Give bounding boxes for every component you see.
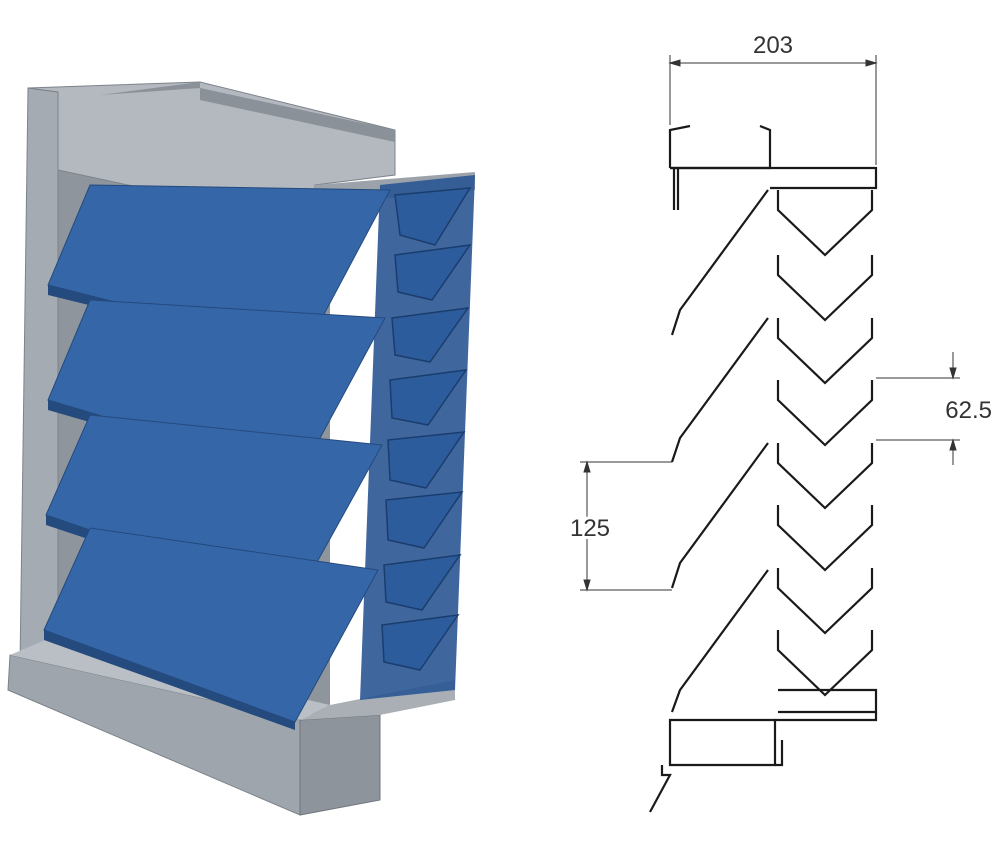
section-rear-v-blades xyxy=(776,190,878,714)
dimensions xyxy=(580,55,960,592)
frame-left-jamb xyxy=(19,87,59,666)
dimension-width-label: 203 xyxy=(753,32,793,59)
dimension-blade-pitch xyxy=(876,352,960,465)
dimension-front-pitch-label: 125 xyxy=(570,515,610,542)
dimension-width xyxy=(668,55,878,165)
louvre-3d-render xyxy=(7,81,475,816)
blade-4-lip xyxy=(44,630,295,730)
section-bottom-profile xyxy=(649,712,878,813)
louvre-blades xyxy=(43,184,391,730)
frame-bottom-box xyxy=(299,714,381,816)
louvre-cross-section xyxy=(649,124,878,813)
rear-v-blades xyxy=(381,187,472,671)
dimension-blade-pitch-label: 62.5 xyxy=(945,397,992,424)
section-top-profile xyxy=(668,124,878,210)
section-front-blades xyxy=(670,189,769,713)
dimension-front-pitch xyxy=(580,460,672,592)
